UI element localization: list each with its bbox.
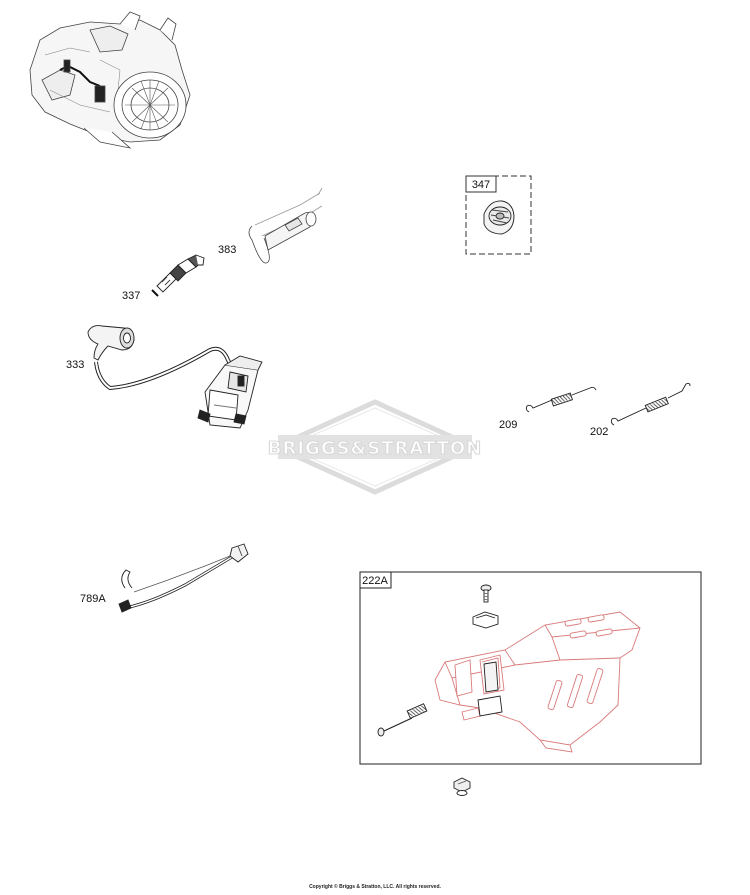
part-box-347[interactable]: 347 bbox=[465, 175, 532, 255]
bolt-icon bbox=[480, 584, 492, 603]
spark-plug-wrench-icon[interactable] bbox=[248, 187, 323, 264]
brand-watermark: BRIGGS&STRATTON bbox=[267, 399, 482, 495]
ignition-coil-icon[interactable] bbox=[87, 325, 263, 429]
clip-icon bbox=[472, 611, 499, 629]
callout-383: 383 bbox=[218, 244, 236, 256]
bracket-icon bbox=[477, 661, 503, 717]
engine-assembly-icon bbox=[29, 11, 191, 149]
callout-202: 202 bbox=[590, 426, 608, 438]
callout-337: 337 bbox=[122, 290, 140, 302]
wire-lead-icon[interactable] bbox=[118, 543, 249, 613]
part-box-222A[interactable]: 222A bbox=[359, 571, 702, 765]
box-label-347: 347 bbox=[472, 179, 490, 191]
copyright-text: Copyright © Briggs & Stratton, LLC. All … bbox=[309, 884, 441, 890]
spring-209-icon[interactable] bbox=[525, 386, 597, 413]
screw-spring-icon bbox=[377, 703, 428, 737]
box-label-222A: 222A bbox=[362, 575, 388, 587]
spring-202-icon[interactable] bbox=[610, 382, 691, 426]
callout-209: 209 bbox=[499, 419, 517, 431]
callout-333: 333 bbox=[66, 359, 84, 371]
watermark-text: BRIGGS&STRATTON bbox=[268, 438, 482, 459]
bolt-loose-icon[interactable] bbox=[453, 777, 471, 796]
spark-plug-cap-icon bbox=[483, 200, 515, 235]
callout-789A: 789A bbox=[80, 593, 106, 605]
spark-plug-icon[interactable] bbox=[151, 254, 205, 297]
air-guide-cover-icon bbox=[434, 611, 641, 753]
